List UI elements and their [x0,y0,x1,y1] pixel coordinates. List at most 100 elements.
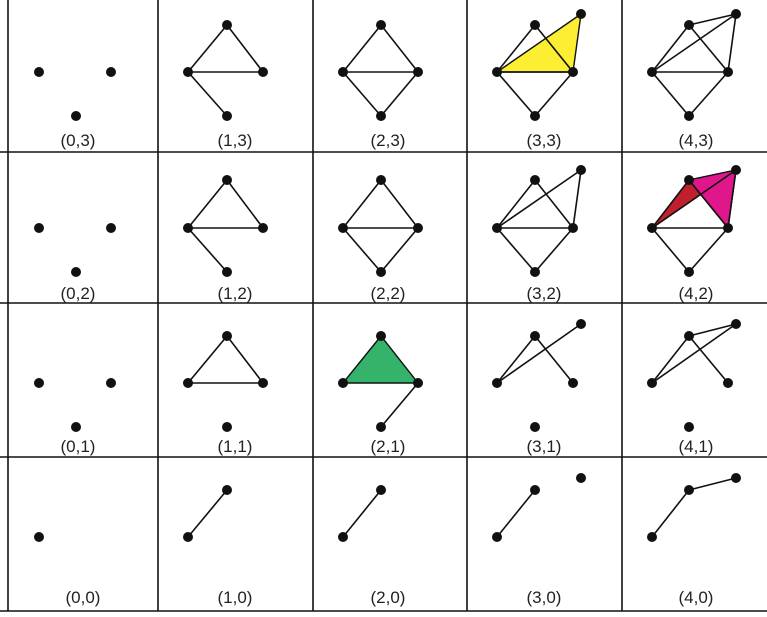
vertex [71,111,81,121]
vertex [376,485,386,495]
vertex [647,223,657,233]
vertex [530,20,540,30]
cell-4-0: (4,0) [647,473,741,607]
cell-0-0: (0,0) [34,532,100,607]
cell-label: (1,0) [218,588,253,607]
vertex [338,378,348,388]
vertex [222,267,232,277]
vertex [568,378,578,388]
vertex [376,175,386,185]
vertex [183,532,193,542]
cell-0-2: (0,2) [34,223,116,303]
vertex [376,331,386,341]
vertex [258,67,268,77]
vertex [34,223,44,233]
vertex [413,223,423,233]
vertex [492,67,502,77]
vertex [222,422,232,432]
vertex [492,378,502,388]
cell-label: (4,1) [679,437,714,456]
vertex [492,223,502,233]
vertex [576,319,586,329]
cell-3-1: (3,1) [492,319,586,456]
vertex [684,175,694,185]
cell-2-3: (2,3) [338,20,423,150]
vertex [222,20,232,30]
cell-0-1: (0,1) [34,378,116,456]
cell-label: (3,3) [527,131,562,150]
vertex [34,67,44,77]
vertex [183,378,193,388]
cell-label: (3,1) [527,437,562,456]
vertex [222,111,232,121]
vertex [222,175,232,185]
vertex [492,532,502,542]
vertex [530,111,540,121]
vertex [731,319,741,329]
cell-label: (4,0) [679,588,714,607]
cell-4-3: (4,3) [647,9,741,150]
vertex [647,532,657,542]
vertex [568,223,578,233]
cell-label: (2,1) [371,437,406,456]
vertex [376,267,386,277]
vertex [723,223,733,233]
vertex [222,485,232,495]
cell-label: (4,3) [679,131,714,150]
vertex [376,111,386,121]
cell-3-3: (3,3) [492,9,586,150]
vertex [183,223,193,233]
cell-4-2: (4,2) [647,165,741,303]
vertex [684,331,694,341]
vertex [723,67,733,77]
cell-3-2: (3,2) [492,165,586,303]
vertex [106,67,116,77]
cell-label: (1,3) [218,131,253,150]
vertex [684,20,694,30]
cell-label: (0,2) [61,284,96,303]
vertex [684,111,694,121]
vertex [34,532,44,542]
vertex [413,67,423,77]
cell-label: (0,0) [66,588,101,607]
vertex [222,331,232,341]
vertex [647,67,657,77]
cell-3-0: (3,0) [492,473,586,607]
vertex [530,331,540,341]
vertex [684,485,694,495]
green-triangle [341,334,420,384]
vertex [530,422,540,432]
vertex [338,223,348,233]
vertex [576,9,586,19]
vertex [576,165,586,175]
vertex [258,223,268,233]
cell-1-2: (1,2) [183,175,268,303]
cell-label: (2,3) [371,131,406,150]
vertex [183,67,193,77]
vertex [530,175,540,185]
cell-0-3: (0,3) [34,67,116,150]
vertex [71,267,81,277]
cell-label: (2,0) [371,588,406,607]
cell-4-1: (4,1) [647,319,741,456]
cell-label: (4,2) [679,284,714,303]
vertex [576,473,586,483]
vertex [106,223,116,233]
cell-label: (0,1) [61,437,96,456]
cell-1-1: (1,1) [183,331,268,456]
crimson-triangle-lower [652,180,700,228]
vertex [684,422,694,432]
vertex [723,378,733,388]
cell-1-3: (1,3) [183,20,268,150]
vertex [413,378,423,388]
vertex [568,67,578,77]
vertex [106,378,116,388]
cell-label: (1,2) [218,284,253,303]
cell-2-2: (2,2) [338,175,423,303]
vertex [647,378,657,388]
vertex [338,67,348,77]
vertex [376,20,386,30]
cell-label: (3,2) [527,284,562,303]
